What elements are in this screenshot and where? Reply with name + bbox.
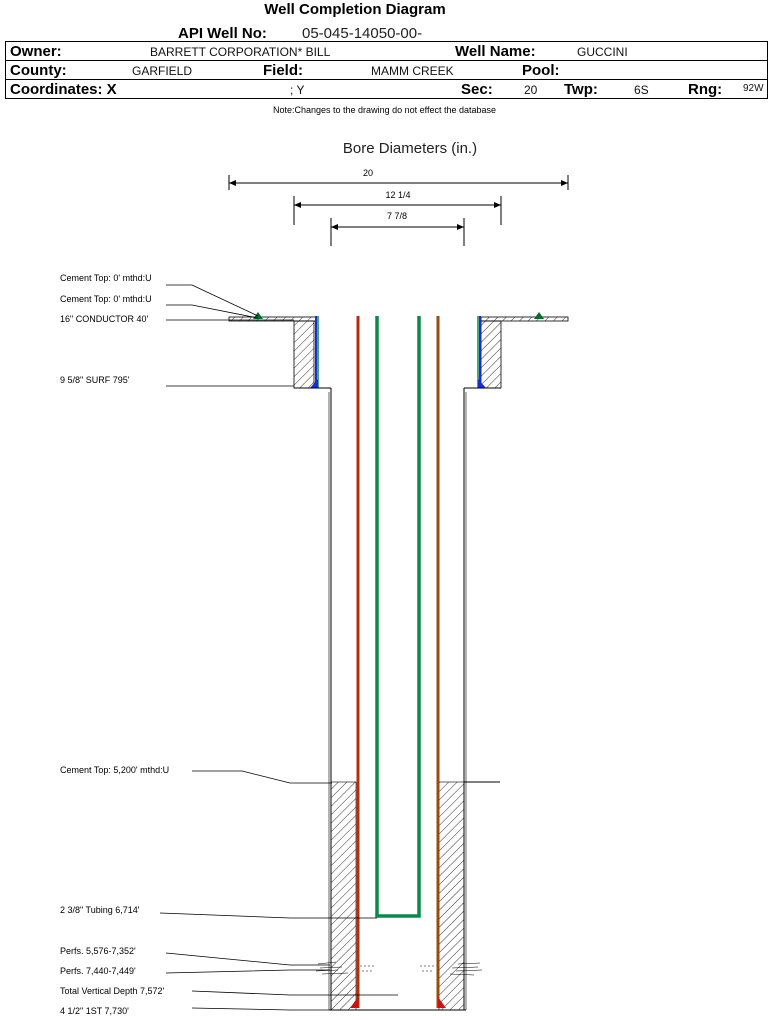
- bore-diameter-label-20: 20: [362, 168, 373, 178]
- casing-shoe-left: [350, 997, 358, 1008]
- leader-lines: [159, 284, 398, 1011]
- conductor-cement-right: [480, 320, 502, 389]
- database-note: Note:Changes to the drawing do not effec…: [273, 105, 496, 115]
- callout-conductor: 16" CONDUCTOR 40': [60, 314, 149, 324]
- bore-dimension-20: [228, 175, 569, 190]
- conductor-shoe-left: [310, 379, 318, 388]
- owner-label: Owner:: [10, 43, 62, 60]
- twp-value: 6S: [634, 83, 649, 97]
- owner-value: BARRETT CORPORATION* BILL: [150, 45, 331, 59]
- field-value: MAMM CREEK: [371, 64, 454, 78]
- callout-total-depth: Total Vertical Depth 7,572': [60, 986, 165, 996]
- production-cement-left: [330, 781, 357, 1011]
- callout-perfs-1: Perfs. 5,576-7,352': [60, 946, 136, 956]
- twp-label: Twp:: [564, 81, 598, 98]
- api-well-no-value: 05-045-14050-00-: [302, 25, 423, 42]
- coordinates-y: ; Y: [290, 83, 305, 97]
- bore-dimension-7-7-8: [330, 218, 465, 246]
- cement-top-marker-right: [534, 312, 544, 319]
- sec-label: Sec:: [461, 81, 493, 98]
- coordinates-label: Coordinates: X: [10, 81, 117, 98]
- perforations: [315, 961, 483, 976]
- pool-label: Pool:: [522, 62, 560, 79]
- bore-diameters-title: Bore Diameters (in.): [342, 140, 478, 157]
- callout-cement-top-1: Cement Top: 0' mthd:U: [60, 273, 152, 283]
- well-name-value: GUCCINI: [577, 45, 628, 59]
- county-value: GARFIELD: [132, 64, 193, 78]
- callout-production-casing: 4 1/2" 1ST 7,730': [60, 1006, 129, 1016]
- diagram-title: Well Completion Diagram: [264, 1, 446, 18]
- county-label: County:: [10, 62, 67, 79]
- tubing-string: [375, 316, 421, 918]
- rng-label: Rng:: [688, 81, 723, 98]
- callout-perfs-2: Perfs. 7,440-7,449': [60, 966, 136, 976]
- well-name-label: Well Name:: [455, 43, 536, 60]
- conductor-cement-left: [293, 320, 315, 389]
- callout-cement-top-2: Cement Top: 0' mthd:U: [60, 294, 152, 304]
- sec-value: 20: [524, 83, 538, 97]
- coordinates-row: Coordinates: X ; Y Sec: 20 Twp: 6S Rng: …: [6, 80, 767, 99]
- field-label: Field:: [263, 62, 303, 79]
- api-row: API Well No: 05-045-14050-00-: [0, 25, 769, 42]
- api-well-no-label: API Well No:: [178, 25, 267, 42]
- county-row: County: GARFIELD Field: MAMM CREEK Pool:: [6, 61, 767, 80]
- surface-plate-right: [480, 316, 569, 322]
- callout-cement-top-3: Cement Top: 5,200' mthd:U: [60, 765, 170, 775]
- bore-diameter-label-7-7-8: 7 7/8: [386, 211, 408, 221]
- bore-diameter-label-12-1-4: 12 1/4: [385, 190, 411, 200]
- conductor-shoe-right: [478, 379, 486, 388]
- casing-shoe-right: [438, 997, 446, 1008]
- bore-dimension-12-1-4: [293, 196, 502, 225]
- owner-row: Owner: BARRETT CORPORATION* BILL Well Na…: [6, 42, 767, 61]
- callout-surface-casing: 9 5/8" SURF 795': [60, 375, 130, 385]
- well-info-table: Owner: BARRETT CORPORATION* BILL Well Na…: [5, 41, 768, 99]
- production-cement-right: [438, 781, 465, 1011]
- rng-value: 92W: [743, 83, 764, 94]
- callout-tubing: 2 3/8" Tubing 6,714': [60, 905, 140, 915]
